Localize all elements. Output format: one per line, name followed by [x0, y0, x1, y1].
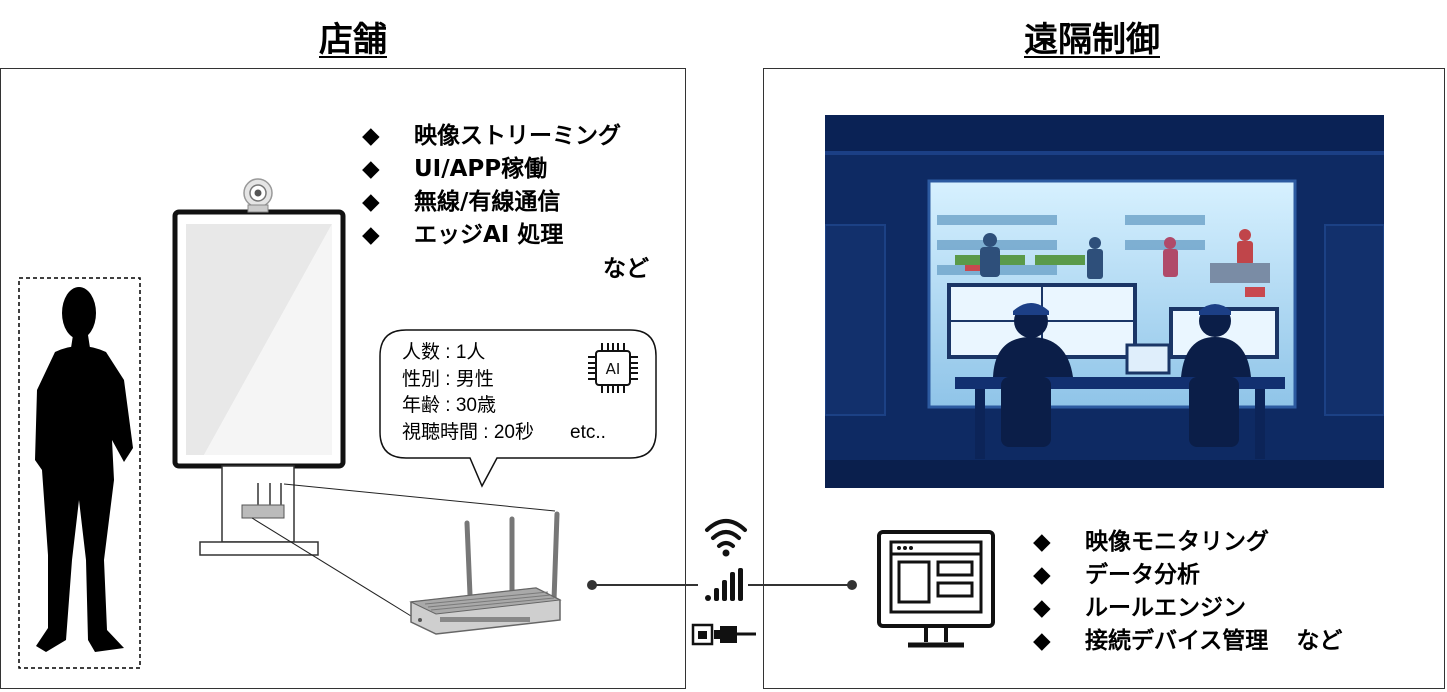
remote-panel: [763, 68, 1445, 689]
list-item: ◆映像モニタリング: [1033, 526, 1342, 559]
speech-bubble: [379, 329, 657, 488]
connector-endpoint: [847, 580, 857, 590]
signal-bars-icon: [705, 568, 743, 601]
diamond-bullet-icon: ◆: [1033, 529, 1051, 555]
store-feature-suffix: など: [603, 256, 649, 282]
remote-feature-list: ◆映像モニタリング ◆データ分析 ◆ルールエンジン ◆接続デバイス管理など: [1033, 526, 1342, 658]
ai-chip-icon: [588, 343, 638, 393]
ethernet-icon: [691, 623, 756, 646]
person-silhouette-icon: [35, 287, 133, 652]
list-item: ◆ルールエンジン: [1033, 592, 1342, 625]
diamond-bullet-icon: ◆: [1033, 562, 1051, 588]
analysis-line: 年齢 : 30歳: [402, 395, 496, 416]
list-item: ◆データ分析: [1033, 559, 1342, 592]
analysis-line: 性別 : 男性: [402, 368, 494, 390]
diamond-bullet-icon: ◆: [362, 222, 380, 248]
analysis-line: 視聴時間 : 20秒: [402, 421, 534, 443]
remote-title: 遠隔制御: [1024, 20, 1160, 60]
analysis-suffix: etc..: [570, 422, 606, 443]
list-item: ◆無線/有線通信: [362, 186, 621, 219]
diamond-bullet-icon: ◆: [1033, 595, 1051, 621]
diamond-bullet-icon: ◆: [362, 123, 380, 149]
list-item: ◆映像ストリーミング: [362, 120, 621, 153]
wifi-icon: [705, 519, 747, 548]
diamond-bullet-icon: ◆: [362, 156, 380, 182]
person-frame: [18, 277, 141, 669]
analysis-line: 人数 : 1人: [402, 342, 486, 363]
edge-gateway-icon: [409, 511, 562, 635]
store-title: 店舗: [319, 20, 387, 60]
signage-display-icon: [172, 209, 346, 556]
store-feature-list: ◆映像ストリーミング ◆UI/APP稼働 ◆無線/有線通信 ◆エッジAI 処理: [362, 120, 621, 252]
list-item: ◆接続デバイス管理など: [1033, 625, 1342, 658]
webcam-icon: [243, 178, 273, 213]
monitor-dashboard-icon: [877, 530, 995, 648]
connector-endpoint: [587, 580, 597, 590]
ai-chip-label: AI: [606, 360, 621, 378]
list-item: ◆エッジAI 処理: [362, 219, 621, 252]
analysis-lines: 人数 : 1人 性別 : 男性 年齢 : 30歳 視聴時間 : 20秒: [402, 340, 534, 446]
remote-feature-suffix: など: [1296, 628, 1343, 654]
diamond-bullet-icon: ◆: [362, 189, 380, 215]
diamond-bullet-icon: ◆: [1033, 628, 1051, 654]
operations-room-illustration: [825, 115, 1384, 488]
list-item: ◆UI/APP稼働: [362, 153, 621, 186]
store-panel: [0, 68, 686, 689]
